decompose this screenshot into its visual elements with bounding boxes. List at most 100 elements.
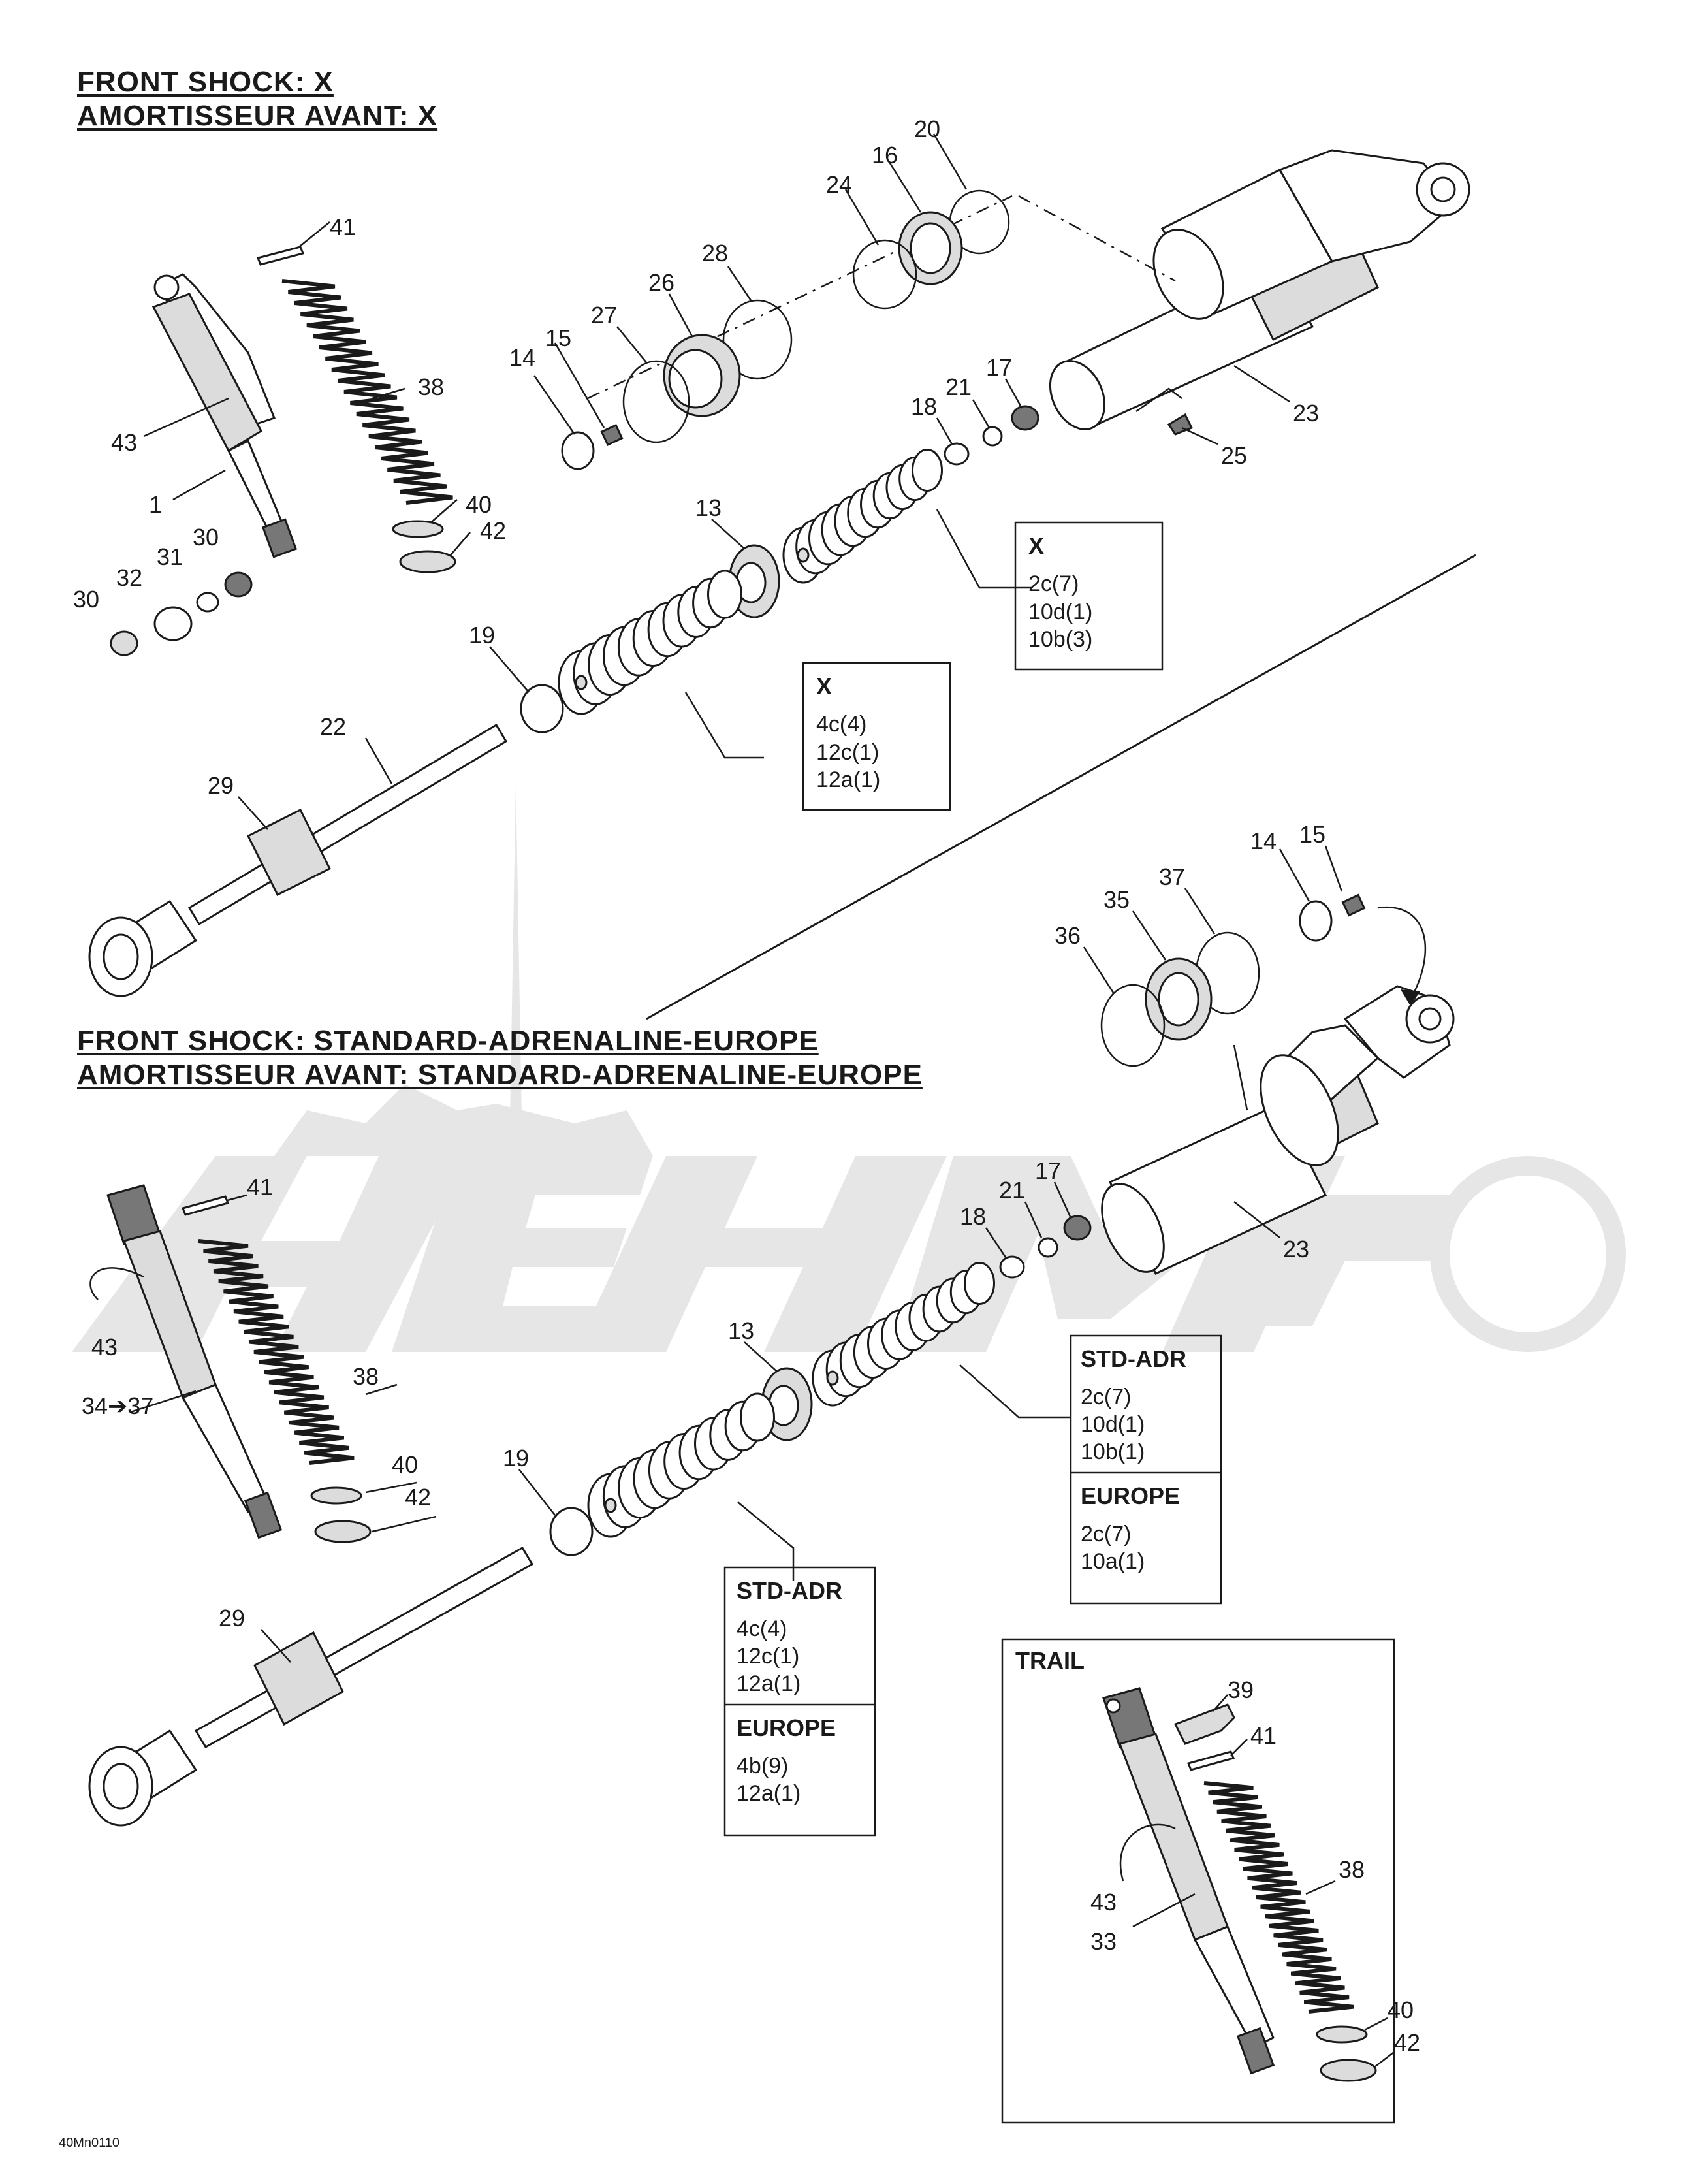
shock-body-std (1101, 985, 1455, 1275)
title-std-line2: AMORTISSEUR AVANT: STANDARD-ADRENALINE-E… (77, 1059, 923, 1091)
trail-box: TRAIL (1001, 1638, 1395, 2124)
callout: 43 (91, 1334, 118, 1360)
drawing-code: 40Mn0110 (59, 2136, 120, 2150)
retaining-clip-41-trail (1186, 1750, 1235, 1771)
callout: 41 (330, 214, 356, 240)
spec-box-x-lower: X 4c(4) 12c(1) 12a(1) (802, 662, 951, 811)
callout: 30 (193, 524, 219, 551)
valve-15-std (1341, 893, 1366, 917)
retaining-clip-41-std (181, 1195, 230, 1216)
box-item: 10b(3) (1028, 627, 1092, 652)
leader-lines-trail (1132, 1694, 1395, 2068)
callout: 37 (1159, 863, 1185, 890)
callout: 31 (157, 543, 183, 570)
callout: 23 (1283, 1236, 1309, 1262)
callout: 40 (392, 1451, 418, 1478)
spring-coils (198, 1239, 355, 1465)
shock-assembly-std (106, 1184, 283, 1539)
callout: 20 (914, 116, 940, 142)
leader-lines-x (143, 133, 1290, 830)
callout: 29 (219, 1605, 245, 1631)
callout: 38 (418, 374, 444, 400)
box-item: 10d(1) (1028, 600, 1092, 624)
washers-30-32 (110, 571, 253, 656)
callout: 38 (353, 1363, 379, 1390)
piston-cap-inner-26 (668, 349, 723, 409)
shim-stack-lower-std (587, 1392, 775, 1538)
spring-retainer-42 (399, 550, 456, 573)
callout: 17 (986, 354, 1012, 381)
washer-21 (982, 426, 1003, 447)
shim-hole (575, 675, 588, 690)
box-item: 12c(1) (816, 740, 879, 765)
arrow-43-std (89, 1267, 144, 1300)
callout: 16 (872, 142, 898, 169)
box-head: TRAIL (1015, 1647, 1085, 1674)
callout: 42 (1394, 2029, 1420, 2056)
spring-x (281, 279, 453, 505)
callout: 21 (999, 1177, 1025, 1204)
spring-std (198, 1239, 355, 1465)
spring-seat-40 (392, 520, 444, 538)
callout: 18 (911, 393, 937, 420)
o-ring-28 (722, 299, 793, 380)
callout: 29 (208, 772, 234, 799)
spring-coils (1203, 1781, 1354, 2014)
spring-retainer-42-trail (1320, 2059, 1377, 2082)
callout: 35 (1103, 886, 1130, 913)
callout: 17 (1035, 1157, 1061, 1184)
box-item: 2c(7) (1081, 1522, 1131, 1547)
shim-hole (826, 1370, 839, 1386)
leader-lines-std (130, 845, 1343, 1663)
arrow-43-trail (1119, 1823, 1176, 1882)
callout: 43 (111, 429, 137, 456)
callouts-std: 14 15 37 35 36 17 21 18 23 41 43 34➔37 3… (82, 821, 1325, 1631)
callout: 40 (466, 491, 492, 518)
callout: 26 (648, 269, 674, 296)
nut-17 (1011, 405, 1039, 431)
callout: 15 (1299, 821, 1325, 848)
alignment-line-x (587, 195, 1013, 400)
callout: 13 (695, 494, 722, 521)
box-item: 2c(7) (1028, 571, 1079, 596)
shim (740, 1392, 775, 1442)
callout: 27 (591, 302, 617, 329)
callout: 21 (945, 374, 972, 400)
o-ring-24 (852, 239, 917, 310)
callout: 25 (1221, 442, 1247, 469)
box-item: 12c(1) (737, 1644, 799, 1669)
spec-box-std-upper: STD-ADR 2c(7) 10d(1) 10b(1) EUROPE 2c(7)… (1070, 1334, 1222, 1605)
callout: 30 (73, 586, 99, 613)
callout: 36 (1055, 922, 1081, 949)
seal-head-29-std (253, 1631, 344, 1726)
title-x-line1: FRONT SHOCK: X (77, 66, 334, 98)
callout: 24 (826, 171, 852, 198)
callouts-trail: 39 41 38 43 33 40 42 (1090, 1677, 1420, 2056)
o-ring-27 (622, 360, 690, 443)
spring-seat-40-trail (1316, 2025, 1368, 2044)
callout: 38 (1339, 1856, 1365, 1883)
arrow-head (1401, 989, 1420, 1006)
washer-19-std (549, 1507, 594, 1556)
o-ring-36 (1100, 984, 1166, 1067)
box-head: X (1028, 532, 1044, 559)
callout: 28 (702, 240, 728, 266)
callout: 23 (1293, 400, 1319, 426)
shim (912, 449, 943, 492)
section-divider (646, 554, 1476, 1020)
retaining-clip-41 (256, 246, 305, 266)
callouts-x: 41 38 43 1 40 42 30 31 32 30 20 16 24 28… (73, 116, 1319, 799)
box-item: 12a(1) (737, 1781, 801, 1806)
shock-assembly-x (151, 273, 298, 558)
nut-17-std (1063, 1215, 1092, 1241)
shaft-22 (187, 723, 508, 926)
box-item: 4c(4) (737, 1616, 787, 1641)
shim (964, 1262, 995, 1305)
box-head: EUROPE (737, 1714, 836, 1741)
shim-hole (604, 1498, 617, 1513)
spring-seat-39 (1173, 1703, 1235, 1745)
callout: 1 (149, 491, 162, 518)
box-head: STD-ADR (1081, 1345, 1186, 1372)
spec-box-x-upper: X 2c(7) 10d(1) 10b(3) (1014, 521, 1164, 671)
arrow-14-15 (1377, 906, 1427, 1000)
